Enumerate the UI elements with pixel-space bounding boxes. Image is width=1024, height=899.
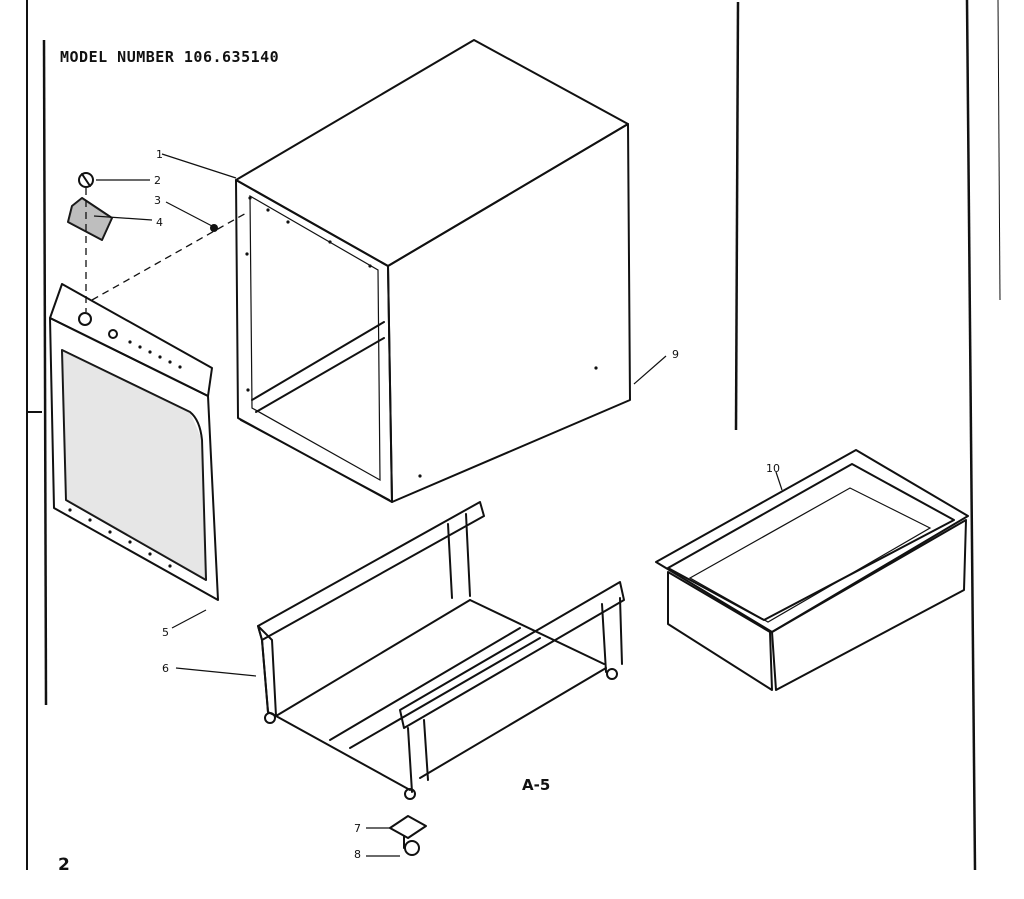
page-number: 2: [58, 855, 70, 875]
callout-2: 2: [154, 174, 161, 187]
callout-6: 6: [162, 662, 169, 675]
callout-8: 8: [354, 848, 361, 861]
leader-lines: [93, 153, 783, 857]
callout-7: 7: [354, 822, 361, 835]
callout-9: 9: [672, 348, 679, 361]
reference-code: A-5: [522, 776, 550, 794]
scan-border-lines: [26, 0, 1001, 871]
cabinet-drawing: [235, 39, 631, 503]
model-number-title: MODEL NUMBER 106.635140: [60, 48, 279, 66]
callout-10: 10: [766, 462, 780, 475]
drip-pan-drawing: [655, 449, 969, 691]
small-parts-drawing: [67, 172, 249, 312]
front-panel-drawing: [49, 283, 219, 601]
callout-1: 1: [156, 148, 163, 161]
callout-4: 4: [156, 216, 163, 229]
callout-3: 3: [154, 194, 161, 207]
base-frame-drawing: [257, 501, 625, 800]
caster-drawing: [389, 815, 427, 856]
callout-5: 5: [162, 626, 169, 639]
